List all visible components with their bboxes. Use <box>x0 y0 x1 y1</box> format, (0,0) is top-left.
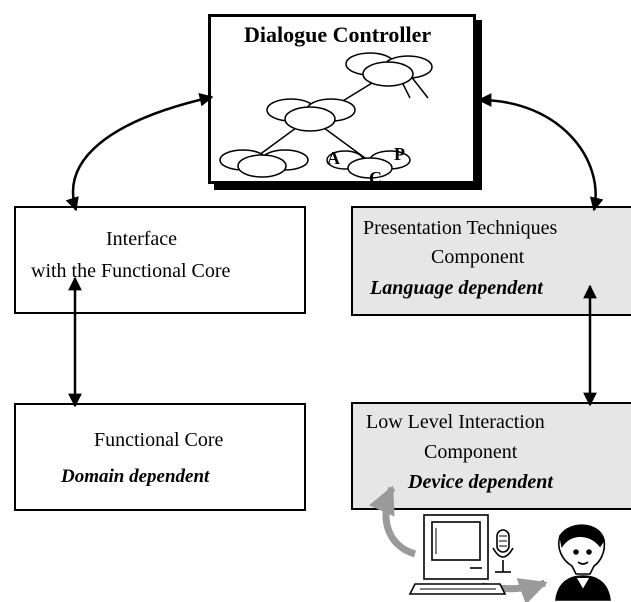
presentation-line1: Presentation Techniques <box>363 217 558 239</box>
tree-label-c: C <box>369 168 382 188</box>
user-figure-icon <box>555 524 611 601</box>
low-level-line1: Low Level Interaction <box>366 411 545 433</box>
presentation-line2: Component <box>431 246 525 268</box>
functional-core-title: Functional Core <box>94 429 224 451</box>
low-level-note: Device dependent <box>408 471 553 493</box>
microphone-icon <box>492 529 514 573</box>
tree-label-p: P <box>394 144 405 164</box>
arrow-dc-to-interface <box>65 93 214 212</box>
interface-line2: with the Functional Core <box>31 260 231 282</box>
dialogue-controller-title: Dialogue Controller <box>244 22 432 47</box>
grey-arrow-up <box>368 485 417 558</box>
presentation-note: Language dependent <box>370 277 543 299</box>
arrow-dc-to-presentation <box>477 93 604 212</box>
interface-line1: Interface <box>106 228 178 250</box>
functional-core-note: Domain dependent <box>61 466 210 487</box>
tree-label-a: A <box>327 148 340 168</box>
interface-functional-core-box: Interface with the Functional Core <box>14 206 306 314</box>
low-level-line2: Component <box>424 441 518 463</box>
functional-core-box: Functional Core Domain dependent <box>14 403 306 511</box>
dialogue-tree <box>219 52 433 179</box>
low-level-component-box: Low Level Interaction Component Device d… <box>351 402 631 510</box>
computer-icon <box>408 514 507 595</box>
